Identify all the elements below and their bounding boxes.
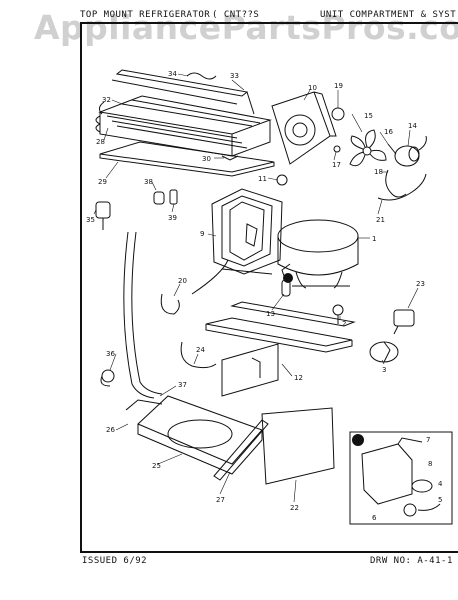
callout-10: 10 [308, 84, 317, 92]
callout-5: 5 [438, 496, 442, 504]
callout-18: 18 [374, 168, 383, 176]
header-model-title: TOP MOUNT REFRIGERATOR [80, 10, 211, 20]
leader-lines [93, 73, 419, 503]
relay-cover-3 [369, 341, 399, 363]
callout-28: 28 [96, 138, 105, 146]
callout-12: 12 [294, 374, 303, 382]
callout-17: 17 [332, 161, 341, 169]
overload-relay-35 [95, 201, 111, 230]
callout-34: 34 [168, 70, 177, 78]
compressor-base-rails [205, 301, 356, 397]
callout-11: 11 [258, 175, 267, 183]
strap-20 [160, 293, 180, 315]
compressor-marker-badge [283, 273, 293, 283]
callout-27: 27 [216, 496, 225, 504]
footer-issued-date: ISSUED 6/92 [82, 556, 148, 566]
callout-33: 33 [230, 72, 239, 80]
callout-14: 14 [408, 122, 417, 130]
tubing-assembly [111, 69, 255, 115]
callout-21: 21 [376, 216, 385, 224]
capillary-tube [123, 231, 155, 399]
frame-top-rule [80, 22, 458, 24]
callout-30: 30 [202, 155, 211, 163]
callout-16: 16 [384, 128, 393, 136]
callout-1: 1 [372, 235, 376, 243]
evaporator-assembly [211, 188, 283, 275]
callout-6: 6 [372, 514, 377, 522]
wire-20 [191, 259, 229, 295]
callout-2: 2 [342, 320, 346, 328]
callout-24: 24 [196, 346, 205, 354]
heater-36 [100, 369, 115, 387]
inset-marker-badge [352, 434, 364, 446]
inset-marker-label: 1 [356, 437, 360, 445]
callout-38: 38 [144, 178, 153, 186]
grommet-38 [153, 191, 165, 205]
frame-bottom-rule [80, 551, 458, 553]
wire-18 [385, 169, 407, 198]
callout-32: 32 [102, 96, 111, 104]
wire-24 [180, 341, 217, 369]
callout-9: 9 [200, 230, 204, 238]
fastener-11 [276, 174, 288, 186]
exploded-parts-diagram: 1 [86, 69, 453, 525]
drip-tray [99, 141, 275, 177]
suction-line [131, 231, 163, 395]
header-section-title: UNIT COMPARTMENT & SYST [320, 10, 457, 20]
defrost-drain-pan [125, 395, 263, 475]
nut-part [333, 145, 341, 153]
callout-26: 26 [106, 426, 115, 434]
callout-numbers: 34 33 10 19 32 15 16 14 28 17 30 18 11 2… [86, 70, 443, 522]
callout-4: 4 [438, 480, 443, 488]
callout-8: 8 [428, 460, 432, 468]
callout-25: 25 [152, 462, 161, 470]
relay-23 [393, 309, 415, 335]
callout-39: 39 [168, 214, 177, 222]
footer-drawing-number: DRW NO: A-41-1 [370, 556, 453, 566]
inset-detail-box [349, 431, 453, 525]
frame-left-rule [80, 22, 82, 552]
callout-13: 13 [266, 310, 275, 318]
callout-3: 3 [382, 366, 386, 374]
compressor [277, 219, 359, 289]
callout-19: 19 [334, 82, 343, 90]
access-panel [261, 407, 335, 485]
grommet-part [331, 107, 345, 121]
callout-20: 20 [178, 277, 187, 285]
callout-36: 36 [106, 350, 115, 358]
condenser-coil [95, 95, 272, 157]
wire-harness-21 [377, 173, 427, 201]
bracket-part [387, 143, 397, 155]
callout-37: 37 [178, 381, 187, 389]
callout-7: 7 [426, 436, 430, 444]
callout-23: 23 [416, 280, 425, 288]
clip-39 [169, 189, 178, 205]
callout-15: 15 [364, 112, 373, 120]
clip-part [221, 155, 239, 161]
fan-motor [394, 135, 427, 167]
callout-29: 29 [98, 178, 107, 186]
fan-shroud [271, 91, 337, 165]
callout-35: 35 [86, 216, 95, 224]
fan-blade [349, 129, 387, 167]
rail-27 [213, 419, 269, 481]
header-model-code: ( CNT??S [212, 10, 260, 20]
callout-22: 22 [290, 504, 299, 512]
